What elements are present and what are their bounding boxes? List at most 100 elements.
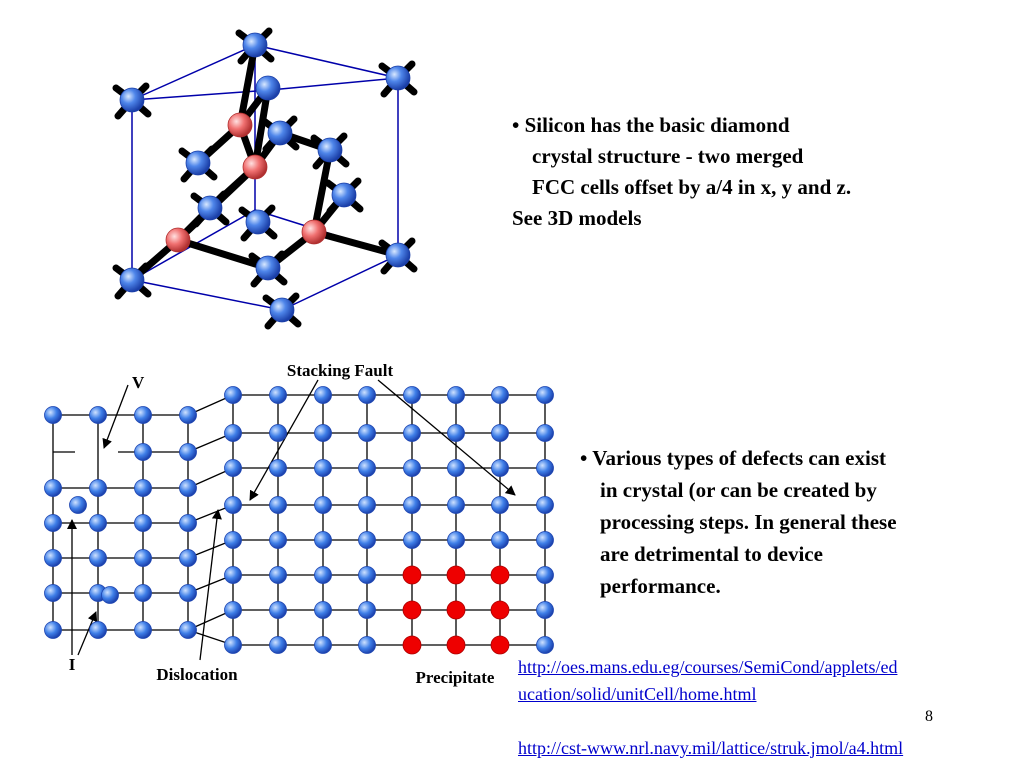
lattice-atom (536, 566, 554, 584)
silicon-atom-offset (227, 112, 253, 138)
lattice-atom (44, 479, 62, 497)
lattice-atom (536, 531, 554, 549)
vacancy-label: V (132, 373, 145, 392)
lattice-atom (89, 406, 107, 424)
lattice-atom (403, 531, 421, 549)
dislocation-label: Dislocation (156, 665, 238, 684)
bullet-line: • Silicon has the basic diamond (512, 113, 790, 137)
bullet-line: processing steps. In general these (600, 510, 897, 534)
interstitial-atom (69, 496, 87, 514)
bullet-line: performance. (600, 574, 721, 598)
lattice-atom (358, 386, 376, 404)
lattice-atom (358, 424, 376, 442)
lattice-atom (44, 514, 62, 532)
lattice-atom (269, 386, 287, 404)
bullet-line: • Various types of defects can exist (580, 446, 886, 470)
lattice-atom (447, 424, 465, 442)
lattice-atom (358, 601, 376, 619)
lattice-atom (44, 621, 62, 639)
silicon-atom (269, 297, 295, 323)
silicon-atom (245, 209, 271, 235)
silicon-atom (119, 267, 145, 293)
bond (310, 228, 402, 259)
lattice-atom (44, 549, 62, 567)
bond (251, 84, 272, 171)
precipitate-atom (446, 600, 466, 620)
lattice-atom (224, 459, 242, 477)
see-3d-models-text: See 3D models (512, 206, 642, 230)
lattice-atom (536, 459, 554, 477)
lattice-atom (179, 443, 197, 461)
lattice-atom (89, 621, 107, 639)
crystal-defects-diagram: V Stacking Fault I Dislocation Precipita… (44, 361, 554, 687)
lattice-atom (269, 531, 287, 549)
lattice-atom (403, 496, 421, 514)
lattice-atom (134, 584, 152, 602)
bullet-line: FCC cells offset by a/4 in x, y and z. (532, 175, 852, 199)
silicon-atom (255, 75, 281, 101)
lattice-atom (314, 496, 332, 514)
silicon-atom (317, 137, 343, 163)
silicon-atom (385, 242, 411, 268)
bond (174, 236, 272, 272)
diamond-lattice-illustration (112, 27, 418, 330)
lattice-atom (224, 636, 242, 654)
lattice-atom (447, 386, 465, 404)
lattice-atom (314, 531, 332, 549)
lattice-atom (358, 496, 376, 514)
interstitial-atom (101, 586, 119, 604)
lattice-atom (536, 636, 554, 654)
lattice-atom (134, 514, 152, 532)
silicon-atom (197, 195, 223, 221)
lattice-atom (44, 584, 62, 602)
lattice-atom (447, 496, 465, 514)
lattice-atom (536, 601, 554, 619)
lattice-atom (536, 424, 554, 442)
precipitate-atom (490, 565, 510, 585)
lattice-atom (89, 479, 107, 497)
lattice-atom (314, 566, 332, 584)
vacancy-arrow (102, 384, 129, 449)
lattice-atom (314, 424, 332, 442)
lattice-atom (403, 386, 421, 404)
lattice-atom (179, 584, 197, 602)
lattice-atoms-2d (44, 386, 554, 655)
lattice-atom (89, 514, 107, 532)
lattice-atom (358, 531, 376, 549)
precipitate-atom (490, 635, 510, 655)
bullet-line: in crystal (or can be created by (600, 478, 877, 502)
lattice-atom (224, 531, 242, 549)
lattice-atom (224, 566, 242, 584)
lattice-atom (134, 621, 152, 639)
lattice-atom (491, 424, 509, 442)
bond (236, 41, 259, 129)
silicon-atom-offset (165, 227, 191, 253)
lattice-atom (89, 549, 107, 567)
jmol-model-link[interactable]: http://cst-www.nrl.navy.mil/lattice/stru… (518, 738, 904, 758)
lattice-atom (358, 636, 376, 654)
lattice-atom (134, 443, 152, 461)
lattice-atom (269, 496, 287, 514)
lattice-atom (269, 459, 287, 477)
precipitate-atom (402, 600, 422, 620)
unit-cell-applet-link[interactable]: http://oes.mans.edu.eg/courses/SemiCond/… (518, 654, 1018, 708)
precipitate-atom (402, 635, 422, 655)
silicon-atom (331, 182, 357, 208)
lattice-atom (179, 549, 197, 567)
lattice-atom (358, 566, 376, 584)
lattice-atom (179, 621, 197, 639)
precipitate-atom (446, 565, 466, 585)
stacking-fault-label: Stacking Fault (287, 361, 394, 380)
lattice-atom (134, 406, 152, 424)
lattice-atom (447, 531, 465, 549)
lattice-atom (536, 386, 554, 404)
lattice-atom (403, 424, 421, 442)
lattice-atom (269, 636, 287, 654)
lattice-atom (491, 496, 509, 514)
silicon-atom (255, 255, 281, 281)
silicon-atom (385, 65, 411, 91)
lattice-grid-lines (52, 394, 546, 646)
lattice-atom (447, 459, 465, 477)
link-text-line1: http://oes.mans.edu.eg/courses/SemiCond/… (518, 657, 898, 677)
bond-stubs (112, 27, 418, 330)
